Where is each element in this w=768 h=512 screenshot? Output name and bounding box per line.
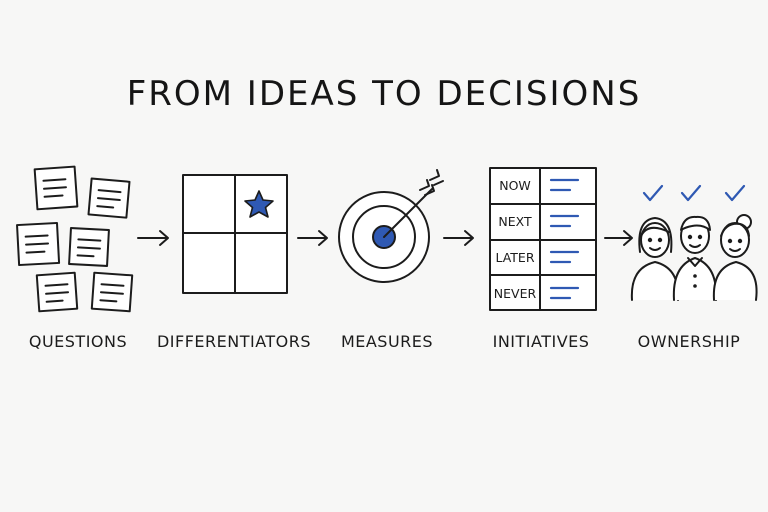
priority-label-never: NEVER: [494, 286, 537, 301]
stage-label-differentiators: DIFFERENTIATORS: [156, 332, 312, 351]
sticky-note: [16, 221, 61, 267]
person-icon: [672, 215, 718, 301]
priority-label-now: NOW: [499, 178, 531, 193]
sticky-note: [35, 271, 79, 313]
priority-label-later: LATER: [495, 250, 534, 265]
sticky-note: [90, 271, 134, 313]
star-icon: [244, 190, 274, 218]
flow-arrow-icon: [443, 230, 474, 246]
stage-label-ownership: OWNERSHIP: [637, 332, 741, 351]
person-icon: [630, 217, 680, 301]
stage-label-initiatives: INITIATIVES: [492, 332, 590, 351]
checkmark-icon: [724, 184, 746, 202]
checkmark-icon: [680, 184, 702, 202]
flow-arrow-icon: [137, 230, 169, 246]
sticky-note: [68, 227, 110, 267]
checkmark-icon: [642, 184, 664, 202]
page-title: FROM IDEAS TO DECISIONS: [126, 74, 642, 114]
team-checkmarks-icon: [630, 184, 758, 301]
star-matrix-icon: [182, 174, 288, 294]
person-icon: [712, 214, 758, 301]
flow-arrow-icon: [297, 230, 328, 246]
sticky-note: [87, 177, 131, 219]
priority-label-next: NEXT: [498, 214, 532, 229]
stage-label-measures: MEASURES: [340, 332, 434, 351]
target-arrow-icon: [338, 169, 444, 283]
stage-label-questions: QUESTIONS: [28, 332, 128, 351]
sticky-notes-icon: [16, 165, 134, 313]
priority-list-icon: [489, 167, 597, 311]
sticky-note: [33, 165, 79, 211]
flow-arrow-icon: [604, 230, 633, 246]
